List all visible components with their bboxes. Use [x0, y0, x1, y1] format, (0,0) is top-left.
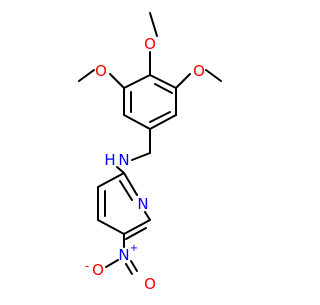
atom-labels: O O O N H N N + O - O: [85, 35, 205, 293]
bond: [123, 172, 138, 196]
bond: [144, 211, 151, 221]
bond: [105, 259, 119, 268]
methoxy-oxygen-right: O: [193, 62, 205, 80]
molecule-structure: O O O N H N N + O - O: [78, 12, 222, 293]
nitro-nitrogen: N: [118, 246, 129, 264]
bond: [125, 227, 147, 240]
bond: [149, 114, 177, 130]
bond: [154, 83, 173, 94]
bond: [149, 111, 171, 123]
nitro-oxygen-left: O: [92, 261, 104, 279]
pyridine-nitrogen: N: [137, 195, 148, 213]
methoxy-oxygen-left: O: [95, 62, 107, 80]
bond: [97, 172, 125, 188]
bond: [149, 12, 158, 37]
bond: [149, 74, 177, 89]
bond: [97, 219, 125, 235]
bond: [109, 73, 125, 89]
nitro-nitrogen-charge: +: [130, 243, 138, 254]
bonds: [78, 12, 222, 275]
bond: [125, 263, 133, 275]
bond: [130, 260, 138, 272]
bond: [78, 69, 95, 82]
amine-hydrogen: H: [104, 151, 115, 169]
methoxy-oxygen-middle: O: [144, 35, 156, 53]
bond: [123, 219, 151, 235]
nitro-oxygen-left-charge: -: [85, 259, 89, 273]
bond: [119, 180, 133, 201]
molecule-canvas: O O O N H N N + O - O: [78, 12, 222, 293]
bond: [116, 166, 125, 174]
nitro-oxygen-bottom: O: [144, 275, 156, 293]
bond: [205, 69, 222, 82]
amine-nitrogen: N: [118, 151, 129, 169]
bond: [131, 152, 151, 161]
bond: [123, 114, 151, 130]
bond: [123, 74, 151, 89]
bond: [175, 73, 191, 89]
